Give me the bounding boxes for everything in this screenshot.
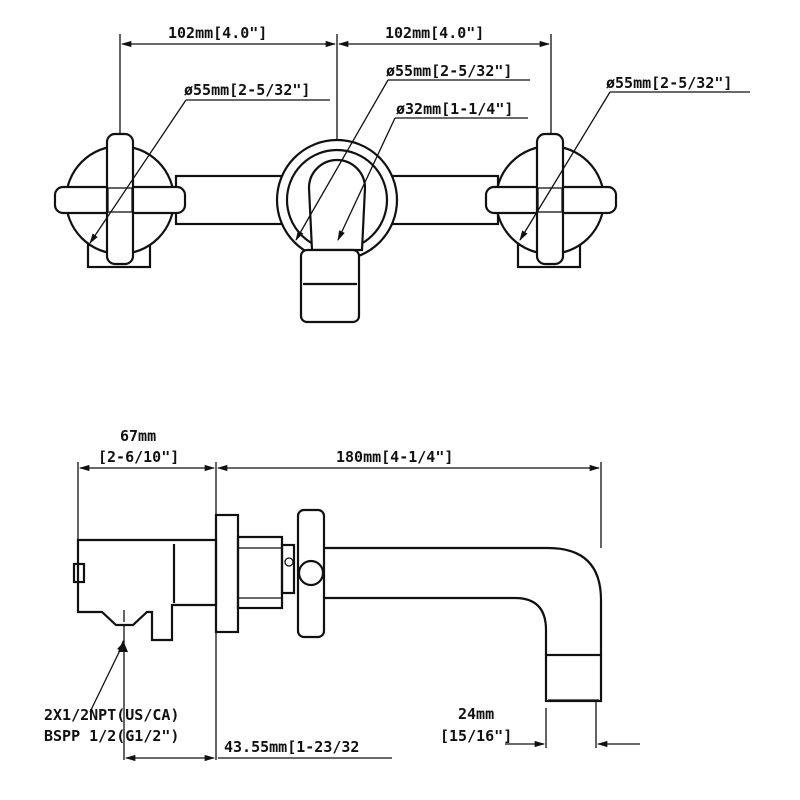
side-handle-knob	[297, 559, 325, 587]
side-spout	[324, 546, 603, 703]
spout-bottom-curve	[324, 596, 548, 655]
dim-wall-offset: 43.55mm[1-23/32	[224, 738, 359, 756]
dim-depth-mm: 67mm	[120, 427, 156, 445]
handle-pin	[284, 557, 294, 567]
right-connector-body	[386, 174, 500, 226]
right-handle	[484, 132, 618, 269]
connection-note-line1: 2X1/2NPT(US/CA)	[44, 706, 179, 724]
dim-spout-reach: 180mm[4-1/4"]	[336, 448, 453, 466]
center-spout	[275, 138, 399, 324]
valve-side-port	[72, 562, 86, 584]
right-handle-hub	[537, 187, 563, 213]
leader-spout	[337, 117, 396, 241]
dim-outlet-in: [15/16"]	[440, 727, 512, 745]
left-handle	[53, 132, 187, 269]
leader-center-escutcheon	[295, 79, 389, 241]
dim-spout: ø32mm[1-1/4"]	[396, 100, 513, 118]
handle-stem	[280, 543, 296, 595]
left-handle-hub	[107, 187, 133, 213]
dim-right-handle: ø55mm[2-5/32"]	[606, 74, 732, 92]
trim-assembly	[214, 508, 326, 639]
dim-left-spacing: 102mm[4.0"]	[168, 24, 267, 42]
connection-note-line2: BSPP 1/2(G1/2")	[44, 727, 179, 745]
spout-outlet	[544, 653, 603, 703]
wall-plate	[214, 513, 240, 634]
dim-left-handle: ø55mm[2-5/32"]	[184, 81, 310, 99]
left-connector-body	[174, 174, 290, 226]
leader-right-handle	[519, 91, 611, 241]
front-view: 102mm[4.0"] 102mm[4.0"]	[53, 24, 750, 324]
side-view: 67mm [2-6/10"] 180mm[4-1/4"] 24mm [15/16…	[44, 427, 640, 762]
valve-body	[76, 538, 218, 642]
rough-in-valve	[72, 538, 218, 713]
spout-body	[299, 248, 361, 324]
inlet-arrow-icon	[118, 640, 128, 652]
dim-outlet-mm: 24mm	[458, 705, 494, 723]
dim-center-escutcheon: ø55mm[2-5/32"]	[386, 62, 512, 80]
right-handle-upright	[535, 132, 565, 266]
leader-left-handle	[89, 99, 187, 244]
inlet-leader	[89, 641, 125, 713]
spout-top-curve	[324, 546, 603, 655]
dim-right-spacing: 102mm[4.0"]	[385, 24, 484, 42]
dim-depth-in: [2-6/10"]	[98, 448, 179, 466]
spout-collar	[307, 158, 367, 252]
